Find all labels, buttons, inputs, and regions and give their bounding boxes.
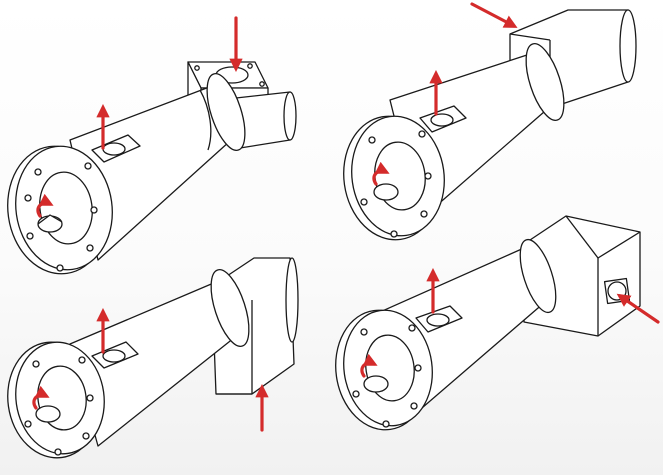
side-port xyxy=(91,134,141,163)
pump-bottom-left xyxy=(7,257,299,459)
inlet-arrow-icon xyxy=(470,2,518,28)
rear-housing xyxy=(235,91,297,149)
rotation-arrow-icon xyxy=(32,385,50,410)
rotation-arrow-icon xyxy=(372,161,390,186)
flow-arrows-top-left xyxy=(36,16,243,218)
side-port xyxy=(419,105,467,133)
flow-arrows-bottom-right xyxy=(360,267,660,378)
flange xyxy=(343,115,445,241)
flange xyxy=(335,309,433,431)
side-port xyxy=(91,341,139,369)
flow-arrows-bottom-left xyxy=(32,307,269,432)
pump-bottom-right xyxy=(335,215,641,431)
flow-arrows-top-right xyxy=(372,2,518,186)
rotation-arrow-icon xyxy=(360,353,378,378)
rotation-arrow-icon xyxy=(36,193,54,218)
inlet-arrow-icon xyxy=(616,293,660,324)
flange xyxy=(7,145,113,275)
side-port xyxy=(415,305,463,333)
pump-top-left xyxy=(7,61,297,275)
flange xyxy=(7,341,105,459)
pump-top-right xyxy=(343,9,637,241)
